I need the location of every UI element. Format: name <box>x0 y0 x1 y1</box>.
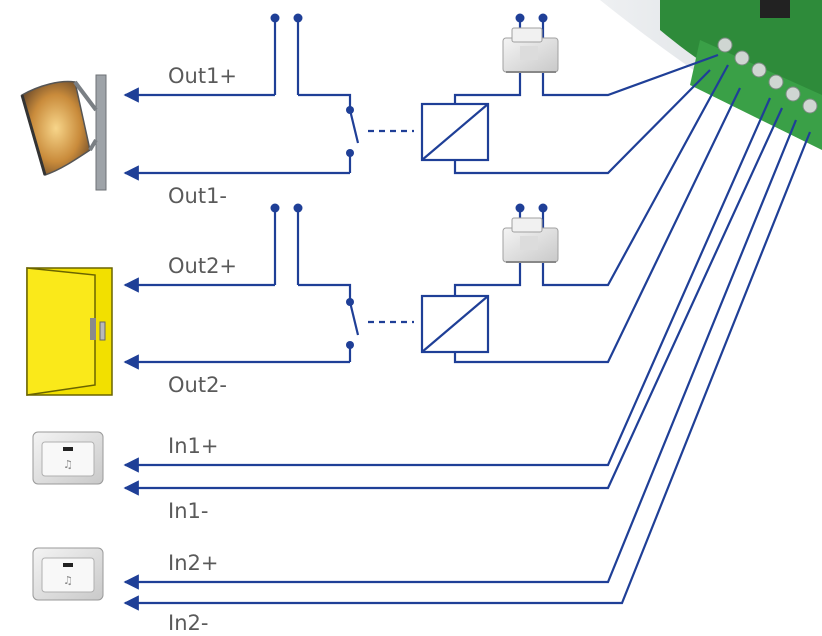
label-out2-minus: Out2- <box>168 373 227 397</box>
label-in1-minus: In1- <box>168 499 208 523</box>
in1-minus-wire <box>123 107 784 496</box>
svg-text:♫: ♫ <box>63 458 73 471</box>
doorbell-button-icon: ♫ <box>32 547 104 601</box>
door-opener-icon <box>26 267 113 396</box>
in1-plus-wire <box>123 97 772 473</box>
out2-circuit: Out2+ Out2- <box>123 64 741 397</box>
din-rail-relay-icon <box>502 27 559 73</box>
svg-text:♫: ♫ <box>63 574 73 587</box>
out1-circuit: Out1+ Out1- <box>123 13 719 208</box>
relay-switch <box>348 109 360 144</box>
in2-plus-wire <box>123 119 798 590</box>
din-rail-relay-icon <box>502 217 559 263</box>
terminal-block <box>717 37 818 114</box>
input-wires: In1+ In1- In2+ In2- <box>123 97 812 635</box>
in2-minus-wire <box>123 131 812 611</box>
label-in2-minus: In2- <box>168 611 208 635</box>
doorbell-button-icon: ♫ <box>32 431 104 485</box>
terminal-board-image <box>600 0 822 150</box>
label-out2-plus: Out2+ <box>168 254 237 278</box>
label-out1-minus: Out1- <box>168 184 227 208</box>
heater-lamp-icon <box>20 74 107 191</box>
relay-switch <box>348 301 360 336</box>
label-in2-plus: In2+ <box>168 551 218 575</box>
label-in1-plus: In1+ <box>168 434 218 458</box>
label-out1-plus: Out1+ <box>168 64 237 88</box>
